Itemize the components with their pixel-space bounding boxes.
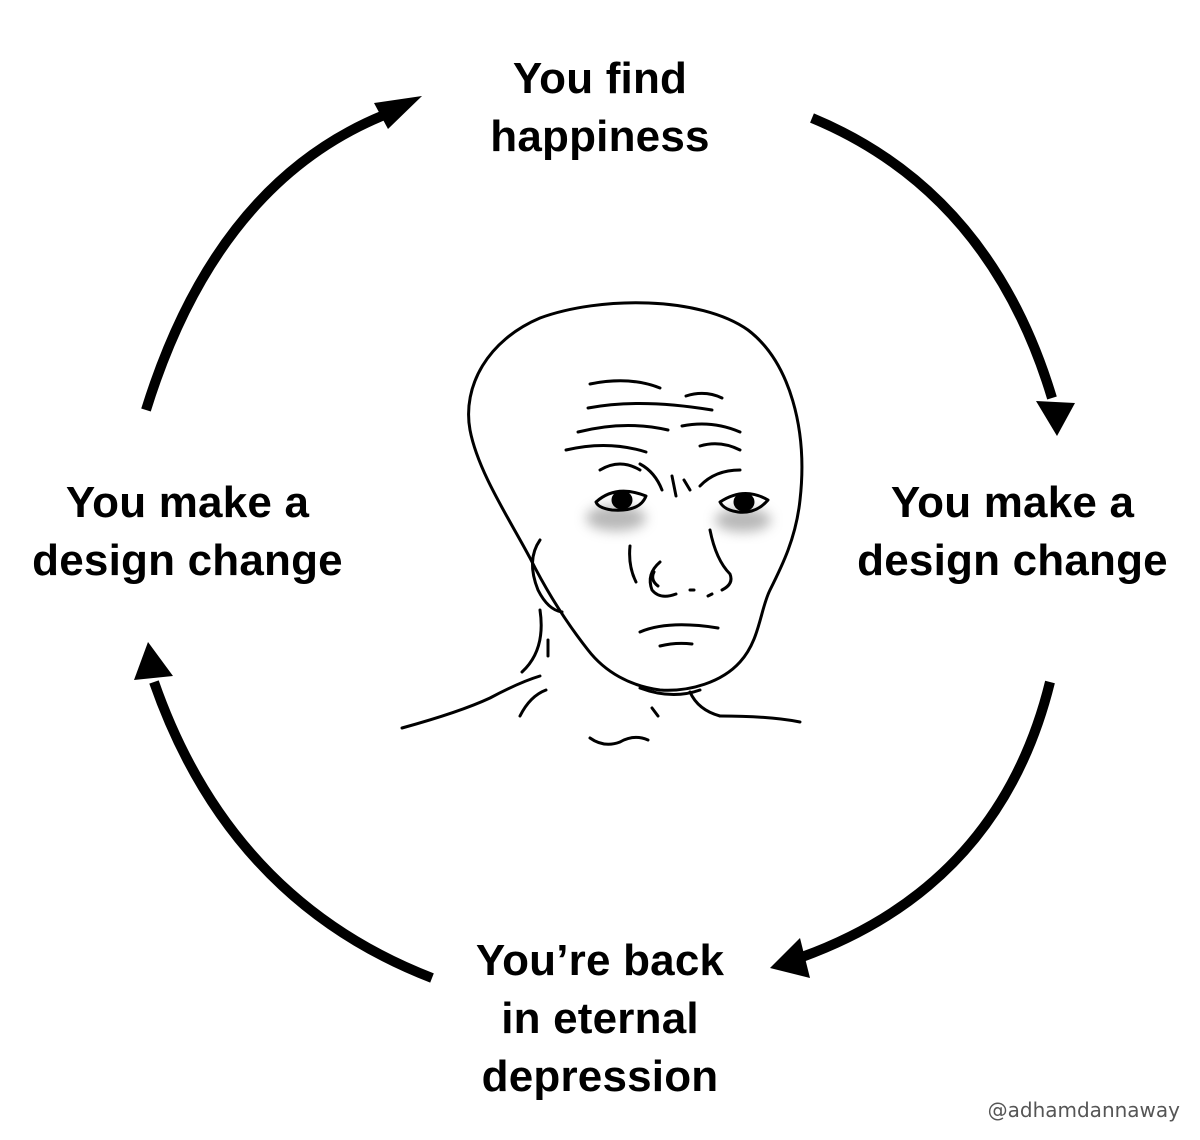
stage-label-line: in eternal	[501, 994, 699, 1043]
stage-label-line: depression	[481, 1052, 719, 1101]
stage-label-line: design change	[32, 536, 343, 585]
ear	[531, 538, 564, 614]
stage-label-find-happiness: You find happiness	[400, 50, 800, 166]
arrow-right-to-bottom	[770, 680, 1055, 978]
stage-label-line: You’re back	[475, 936, 725, 985]
stage-label-line: You find	[512, 54, 688, 103]
arrow-bottom-to-left	[134, 642, 434, 983]
sad-face-illustration	[400, 301, 804, 746]
stage-label-line: You make a	[65, 478, 310, 527]
left-eye-shadow	[586, 505, 646, 531]
stage-label-design-change-left: You make a design change	[0, 474, 375, 590]
head-outline	[467, 301, 804, 692]
stage-label-eternal-depression: You’re back in eternal depression	[400, 932, 800, 1106]
neck	[520, 608, 543, 674]
arrow-left-to-top	[141, 96, 422, 412]
stage-label-line: happiness	[490, 112, 710, 161]
author-watermark: @adhamdannaway	[987, 1098, 1180, 1122]
nose	[708, 528, 733, 592]
shoulders	[400, 674, 542, 730]
stage-label-design-change-right: You make a design change	[825, 474, 1200, 590]
right-eye-shadow	[715, 508, 771, 532]
mouth	[638, 623, 720, 634]
arrow-top-to-right	[810, 113, 1075, 436]
stage-label-line: design change	[857, 536, 1168, 585]
stage-label-line: You make a	[890, 478, 1135, 527]
